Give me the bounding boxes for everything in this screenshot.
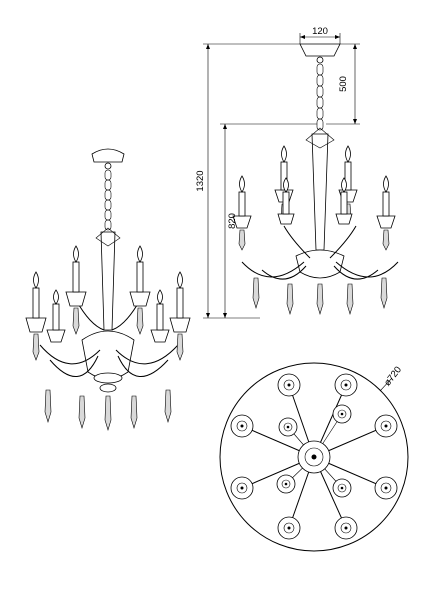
- perspective-candles: [25, 245, 191, 361]
- perspective-crystals: [44, 389, 172, 432]
- side-view: 120 500 1320 820: [195, 26, 399, 319]
- dim-total-height: 1320: [195, 43, 300, 319]
- canopy-width-label: 120: [312, 26, 328, 37]
- body-height-label: 820: [227, 213, 238, 229]
- dim-body-height: 820: [220, 123, 317, 318]
- side-crystals: [252, 277, 388, 316]
- dim-canopy-width: 120: [299, 26, 341, 44]
- perspective-chain: [104, 169, 112, 231]
- top-view-cups: [230, 373, 398, 540]
- perspective-stem: [100, 231, 116, 331]
- dim-chain-length: 500: [326, 43, 360, 125]
- chain-length-label: 500: [338, 76, 349, 92]
- top-view: ø720: [219, 362, 409, 552]
- perspective-canopy: [91, 148, 125, 163]
- side-chain: [316, 63, 324, 131]
- top-view-outline: [219, 362, 409, 552]
- side-canopy: [299, 43, 341, 57]
- total-height-label: 1320: [195, 170, 206, 191]
- perspective-view: [25, 148, 191, 432]
- perspective-body: [81, 330, 135, 380]
- side-candles: [232, 145, 396, 251]
